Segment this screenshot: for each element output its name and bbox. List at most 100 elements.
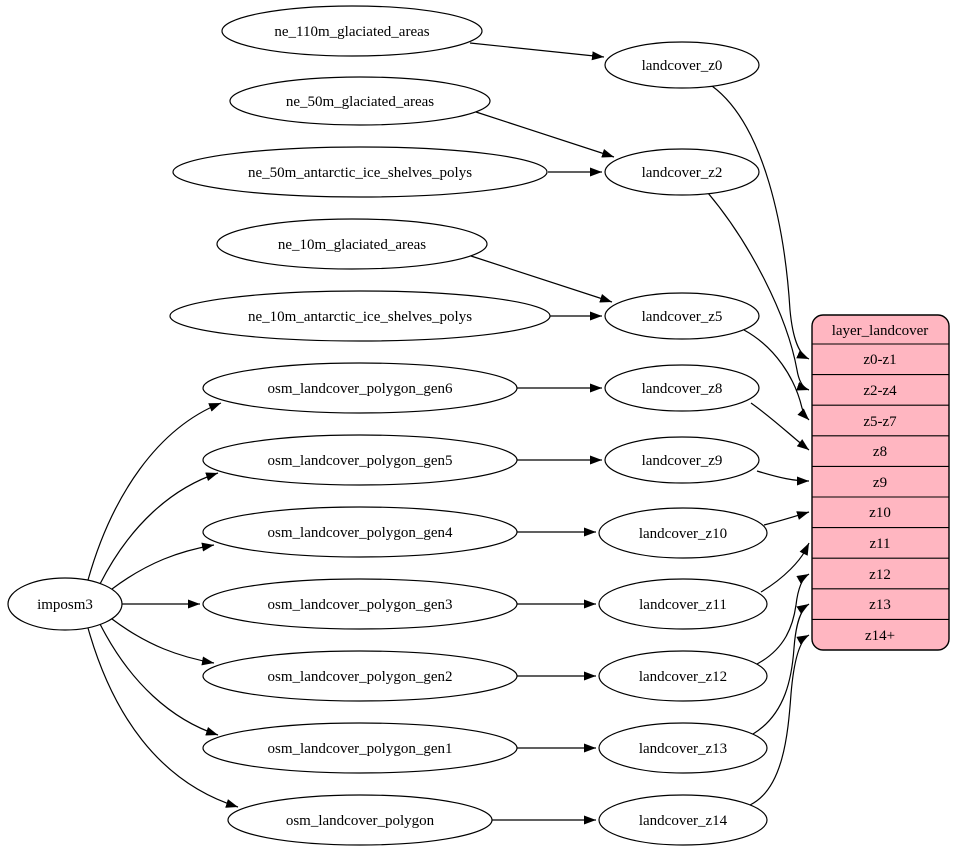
node-shape-landcover_z0: [604, 41, 760, 89]
table-row-z9: z9: [873, 475, 887, 491]
node-shape-landcover_z8: [604, 364, 760, 412]
node-shape-landcover_z9: [604, 436, 760, 484]
edge-imposm3--osm_landcover_polygon_gen4: [111, 542, 215, 590]
edge-landcover_z10--layer_landcover-z10: [763, 511, 810, 526]
edge-landcover_z2--layer_landcover-z2-z4: [707, 192, 810, 391]
node-osm_landcover_polygon_gen6: osm_landcover_polygon_gen6: [202, 362, 518, 414]
node-label-imposm3: imposm3: [37, 597, 93, 613]
edge-landcover_z13--layer_landcover-z13: [752, 603, 810, 735]
node-label-osm_landcover_polygon_gen4: osm_landcover_polygon_gen4: [268, 525, 453, 541]
edge-imposm3--osm_landcover_polygon_gen1: [99, 623, 219, 736]
node-ne_10m_glaciated_areas: ne_10m_glaciated_areas: [216, 218, 488, 270]
node-landcover_z10: landcover_z10: [598, 507, 768, 559]
node-shape-ne_10m_glaciated_areas: [216, 218, 488, 270]
node-label-landcover_z10: landcover_z10: [639, 526, 727, 542]
edges-layer: [87, 42, 810, 825]
node-label-osm_landcover_polygon_gen2: osm_landcover_polygon_gen2: [268, 669, 453, 685]
node-label-osm_landcover_polygon_gen3: osm_landcover_polygon_gen3: [268, 597, 453, 613]
node-shape-osm_landcover_polygon_gen3: [202, 578, 518, 630]
node-landcover_z8: landcover_z8: [604, 364, 760, 412]
node-landcover_z12: landcover_z12: [598, 650, 768, 702]
node-landcover_z14: landcover_z14: [598, 794, 768, 846]
node-label-ne_10m_glaciated_areas: ne_10m_glaciated_areas: [278, 237, 426, 253]
node-shape-landcover_z5: [604, 292, 760, 340]
node-osm_landcover_polygon_gen3: osm_landcover_polygon_gen3: [202, 578, 518, 630]
node-label-osm_landcover_polygon: osm_landcover_polygon: [286, 813, 435, 829]
node-label-landcover_z12: landcover_z12: [639, 669, 727, 685]
node-shape-landcover_z12: [598, 650, 768, 702]
table-row-z14plus: z14+: [865, 628, 895, 644]
edge-ne_110m_glaciated_areas--landcover_z0: [469, 42, 605, 61]
table-row-z13: z13: [869, 597, 891, 613]
node-shape-imposm3: [7, 577, 123, 631]
node-shape-osm_landcover_polygon_gen5: [202, 434, 518, 486]
node-label-osm_landcover_polygon_gen5: osm_landcover_polygon_gen5: [268, 453, 453, 469]
node-shape-osm_landcover_polygon: [227, 794, 493, 846]
table-row-z0-z1: z0-z1: [863, 352, 896, 368]
node-label-landcover_z2: landcover_z2: [642, 165, 723, 181]
node-label-osm_landcover_polygon_gen6: osm_landcover_polygon_gen6: [268, 381, 453, 397]
node-landcover_z5: landcover_z5: [604, 292, 760, 340]
node-ne_10m_antarctic_ice_shelves_polys: ne_10m_antarctic_ice_shelves_polys: [169, 290, 551, 342]
node-shape-osm_landcover_polygon_gen2: [202, 650, 518, 702]
node-landcover_z2: landcover_z2: [604, 148, 760, 196]
node-shape-osm_landcover_polygon_gen1: [202, 722, 518, 774]
node-shape-ne_110m_glaciated_areas: [221, 5, 483, 57]
table-header-label: layer_landcover: [832, 323, 929, 339]
edge-imposm3--osm_landcover_polygon: [87, 627, 239, 808]
node-ne_110m_glaciated_areas: ne_110m_glaciated_areas: [221, 5, 483, 57]
edge-ne_10m_glaciated_areas--landcover_z5: [470, 255, 613, 303]
edge-landcover_z12--layer_landcover-z12: [756, 573, 810, 665]
table-row-z10: z10: [869, 505, 891, 521]
node-osm_landcover_polygon_gen5: osm_landcover_polygon_gen5: [202, 434, 518, 486]
edge-landcover_z9--layer_landcover-z9: [756, 470, 810, 486]
edge-landcover_z8--layer_landcover-z8: [750, 402, 810, 451]
edge-landcover_z11--layer_landcover-z11: [760, 542, 810, 593]
node-label-landcover_z8: landcover_z8: [642, 381, 723, 397]
node-ne_50m_glaciated_areas: ne_50m_glaciated_areas: [229, 76, 491, 126]
node-shape-osm_landcover_polygon_gen4: [202, 506, 518, 558]
table-background: [811, 314, 950, 651]
node-osm_landcover_polygon: osm_landcover_polygon: [227, 794, 493, 846]
node-shape-osm_landcover_polygon_gen6: [202, 362, 518, 414]
edge-imposm3--osm_landcover_polygon_gen6: [87, 402, 222, 581]
node-label-landcover_z9: landcover_z9: [642, 453, 723, 469]
node-shape-landcover_z11: [598, 578, 768, 630]
node-label-landcover_z13: landcover_z13: [639, 741, 727, 757]
node-shape-ne_50m_glaciated_areas: [229, 76, 491, 126]
node-landcover_z0: landcover_z0: [604, 41, 760, 89]
edge-landcover_z0--layer_landcover-z0-z1: [711, 85, 810, 360]
node-shape-landcover_z14: [598, 794, 768, 846]
node-shape-ne_50m_antarctic_ice_shelves_polys: [172, 146, 548, 198]
node-label-landcover_z0: landcover_z0: [642, 58, 723, 74]
node-ne_50m_antarctic_ice_shelves_polys: ne_50m_antarctic_ice_shelves_polys: [172, 146, 548, 198]
node-osm_landcover_polygon_gen4: osm_landcover_polygon_gen4: [202, 506, 518, 558]
table-row-z11: z11: [869, 536, 890, 552]
node-imposm3: imposm3: [7, 577, 123, 631]
table-row-z5-z7: z5-z7: [863, 414, 897, 430]
node-label-landcover_z5: landcover_z5: [642, 309, 723, 325]
node-osm_landcover_polygon_gen1: osm_landcover_polygon_gen1: [202, 722, 518, 774]
table-row-z8: z8: [873, 444, 887, 460]
table-layer-landcover: layer_landcover z0-z1 z2-z4 z5-z7 z8 z9 …: [811, 314, 950, 651]
edge-imposm3--osm_landcover_polygon_gen2: [111, 618, 215, 666]
node-osm_landcover_polygon_gen2: osm_landcover_polygon_gen2: [202, 650, 518, 702]
table-row-z12: z12: [869, 567, 891, 583]
edge-imposm3--osm_landcover_polygon_gen5: [99, 472, 219, 585]
node-label-ne_50m_glaciated_areas: ne_50m_glaciated_areas: [286, 94, 434, 110]
edge-landcover_z14--layer_landcover-z14plus: [749, 634, 810, 806]
node-shape-landcover_z10: [598, 507, 768, 559]
node-label-landcover_z11: landcover_z11: [639, 597, 727, 613]
node-label-ne_50m_antarctic_ice_shelves_polys: ne_50m_antarctic_ice_shelves_polys: [248, 165, 472, 181]
table-row-z2-z4: z2-z4: [863, 383, 897, 399]
node-landcover_z13: landcover_z13: [598, 722, 768, 774]
node-label-ne_10m_antarctic_ice_shelves_polys: ne_10m_antarctic_ice_shelves_polys: [248, 309, 472, 325]
node-label-osm_landcover_polygon_gen1: osm_landcover_polygon_gen1: [268, 741, 453, 757]
node-label-landcover_z14: landcover_z14: [639, 813, 728, 829]
edge-ne_50m_glaciated_areas--landcover_z2: [475, 111, 615, 158]
node-shape-ne_10m_antarctic_ice_shelves_polys: [169, 290, 551, 342]
edge-landcover_z5--layer_landcover-z5-z7: [743, 329, 810, 421]
node-landcover_z9: landcover_z9: [604, 436, 760, 484]
nodes-layer: imposm3 ne_110m_glaciated_areas ne_50m_g…: [7, 5, 768, 846]
